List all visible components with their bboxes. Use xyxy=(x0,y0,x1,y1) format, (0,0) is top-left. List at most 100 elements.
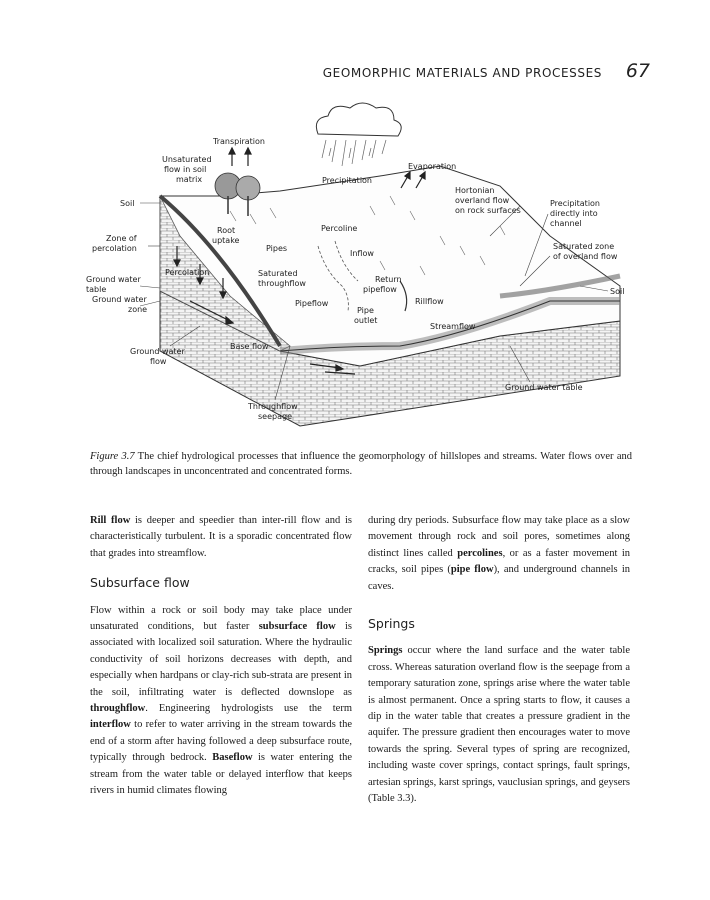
transpiration-arrows-icon xyxy=(228,146,426,189)
paragraph-subsurface-flow-continued: during dry periods. Subsurface flow may … xyxy=(368,513,630,595)
right-column: during dry periods. Subsurface flow may … xyxy=(368,513,630,808)
label-throughflow-seepage: seepage xyxy=(258,412,292,421)
term-pipe-flow: pipe flow xyxy=(450,564,494,576)
svg-text:overland flow: overland flow xyxy=(455,196,510,205)
hillslope-block-diagram: Transpiration Unsaturated flow in soil m… xyxy=(86,102,624,427)
left-column: Rill flow is deeper and speedier than in… xyxy=(90,513,352,800)
hydrology-figure: Transpiration Unsaturated flow in soil m… xyxy=(80,96,640,436)
label-streamflow: Streamflow xyxy=(430,322,476,331)
paragraph-subsurface-flow: Flow within a rock or soil body may take… xyxy=(90,603,352,800)
svg-text:on rock surfaces: on rock surfaces xyxy=(455,206,521,215)
svg-text:Ground water table: Ground water table xyxy=(505,383,583,392)
svg-text:outlet: outlet xyxy=(354,316,377,325)
label-precipitation-channel: directly into xyxy=(550,209,598,218)
label-root-uptake: uptake xyxy=(212,236,240,245)
svg-text:Unsaturated: Unsaturated xyxy=(162,155,212,164)
svg-text:zone: zone xyxy=(128,305,147,314)
svg-text:seepage: seepage xyxy=(258,412,292,421)
svg-text:throughflow: throughflow xyxy=(258,279,306,288)
label-percoline: Percoline xyxy=(321,224,357,233)
paragraph-text: occur where the land surface and the wat… xyxy=(368,645,630,805)
label-pipe-outlet: outlet xyxy=(354,316,377,325)
label-throughflow-seepage: Throughflow xyxy=(247,402,298,411)
svg-text:directly into: directly into xyxy=(550,209,598,218)
svg-text:Precipitation: Precipitation xyxy=(322,176,372,185)
hillslope-body xyxy=(158,165,621,367)
svg-text:Percolation: Percolation xyxy=(165,268,209,277)
svg-text:Evaporation: Evaporation xyxy=(408,162,456,171)
figure-label: Figure 3.7 xyxy=(90,451,135,462)
leader-lines xyxy=(139,202,609,401)
paragraph-text: . Engineering hydrologists use the term xyxy=(145,703,352,715)
svg-text:Pipeflow: Pipeflow xyxy=(295,299,329,308)
label-precipitation-channel: Precipitation xyxy=(550,199,600,208)
paragraph-text: is associated with localized soil satura… xyxy=(90,621,352,698)
svg-text:table: table xyxy=(86,285,106,294)
caption-text: The chief hydrological processes that in… xyxy=(90,451,632,477)
term-percolines: percolines xyxy=(457,547,503,559)
svg-text:matrix: matrix xyxy=(176,175,202,184)
svg-text:Ground water: Ground water xyxy=(86,275,141,284)
label-ground-water-table: Ground water xyxy=(86,275,141,284)
svg-text:of overland flow: of overland flow xyxy=(553,252,618,261)
label-soil-right: Soil xyxy=(610,287,624,296)
svg-text:Streamflow: Streamflow xyxy=(430,322,476,331)
svg-text:Rillflow: Rillflow xyxy=(415,297,444,306)
svg-text:Return: Return xyxy=(375,275,402,284)
heading-subsurface-flow: Subsurface flow xyxy=(90,575,190,591)
svg-text:Pipe: Pipe xyxy=(357,306,374,315)
label-return-pipeflow: pipeflow xyxy=(363,285,397,294)
svg-text:Inflow: Inflow xyxy=(350,249,374,258)
label-return-pipeflow: Return xyxy=(375,275,402,284)
heading-springs: Springs xyxy=(368,616,415,632)
svg-text:Saturated zone: Saturated zone xyxy=(553,242,614,251)
svg-text:Soil: Soil xyxy=(120,199,134,208)
label-transpiration: Transpiration xyxy=(212,137,265,146)
svg-text:Zone of: Zone of xyxy=(106,234,137,243)
label-ground-water-zone: zone xyxy=(128,305,147,314)
paragraph-text: during dry periods. Subsurface flow may … xyxy=(368,515,630,559)
label-saturated-zone: of overland flow xyxy=(553,252,618,261)
paragraph-text: Flow within a rock or soil body may take… xyxy=(90,604,352,633)
label-precipitation-channel: channel xyxy=(550,219,582,228)
page-header: GEOMORPHIC MATERIALS AND PROCESSES 67 xyxy=(60,60,650,86)
label-saturated-throughflow: Saturated xyxy=(258,269,298,278)
label-ground-water-flow: flow xyxy=(150,357,167,366)
label-root-uptake: Root xyxy=(217,226,235,235)
term-subsurface-flow: subsurface flow xyxy=(258,621,336,633)
svg-text:flow: flow xyxy=(150,357,167,366)
paragraph-text: to refer to water arriving in the stream… xyxy=(90,719,352,764)
label-ground-water-flow: Ground water xyxy=(130,347,185,356)
paragraph-springs: Springs occur where the land surface and… xyxy=(368,643,630,807)
svg-text:pipeflow: pipeflow xyxy=(363,285,397,294)
svg-text:Precipitation: Precipitation xyxy=(550,199,600,208)
label-zone-of-percolation: Zone of xyxy=(106,234,137,243)
label-ground-water-zone: Ground water xyxy=(92,295,147,304)
label-rillflow: Rillflow xyxy=(415,297,444,306)
term-rill-flow: Rill flow xyxy=(90,515,131,526)
label-evaporation: Evaporation xyxy=(408,162,456,171)
svg-text:Throughflow: Throughflow xyxy=(247,402,298,411)
paragraph-rill-flow: Rill flow is deeper and speedier than in… xyxy=(90,513,352,562)
label-hortonian-flow: Hortonian xyxy=(455,186,495,195)
label-precipitation: Precipitation xyxy=(322,176,372,185)
svg-text:Pipes: Pipes xyxy=(266,244,287,253)
paragraph-text: ), and underground channels in caves. xyxy=(368,564,630,592)
svg-text:Root: Root xyxy=(217,226,235,235)
percolation-arrows-icon xyxy=(173,246,356,375)
label-percolation: Percolation xyxy=(165,268,209,277)
tree-icon xyxy=(214,172,261,216)
label-hortonian-flow: on rock surfaces xyxy=(455,206,521,215)
label-base-flow: Base flow xyxy=(230,342,269,351)
svg-text:uptake: uptake xyxy=(212,236,240,245)
paragraph-text: is water entering the stream from the wa… xyxy=(90,752,352,797)
svg-text:Saturated: Saturated xyxy=(258,269,298,278)
cloud-icon xyxy=(315,102,402,167)
term-baseflow: Baseflow xyxy=(212,752,253,764)
svg-text:Base flow: Base flow xyxy=(230,342,269,351)
label-ground-water-table-right: Ground water table xyxy=(505,383,583,392)
label-pipes: Pipes xyxy=(266,244,287,253)
label-saturated-zone: Saturated zone xyxy=(553,242,614,251)
svg-text:Soil: Soil xyxy=(610,287,624,296)
svg-text:percolation: percolation xyxy=(92,244,137,253)
